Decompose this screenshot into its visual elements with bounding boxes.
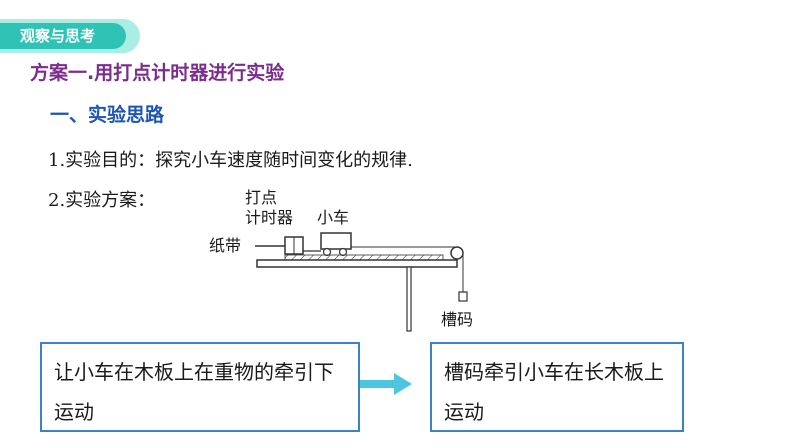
cart-label: 小车: [317, 208, 349, 227]
timer-label-1: 打点: [245, 188, 277, 207]
section-heading: 一、实验思路: [50, 104, 165, 126]
flow-box-right: 槽码牵引小车在长木板上运动: [430, 342, 684, 432]
tag-label: 观察与思考: [0, 23, 126, 49]
experiment-plan: 2.实验方案：: [48, 190, 156, 211]
apparatus-diagram: 打点 计时器 小车 纸带 槽码: [209, 188, 473, 332]
right-arrow-icon: [360, 373, 412, 395]
cart-body: [320, 232, 352, 250]
tape-label: 纸带: [209, 236, 241, 255]
weight-block: [458, 291, 468, 302]
pulley: [450, 246, 464, 260]
plan-heading: 方案一.用打点计时器进行实验: [30, 62, 285, 84]
board: [256, 259, 458, 268]
weight-label: 槽码: [441, 310, 473, 329]
cart-wheel-back: [338, 247, 348, 257]
experiment-purpose: 1.实验目的：探究小车速度随时间变化的规律.: [48, 150, 413, 171]
flow-box-left: 让小车在木板上在重物的牵引下运动: [40, 342, 360, 432]
cart-wheel-front: [322, 247, 332, 257]
timer-label-2: 计时器: [245, 208, 293, 227]
table-leg: [406, 266, 412, 332]
section-tag: 观察与思考: [0, 19, 140, 53]
